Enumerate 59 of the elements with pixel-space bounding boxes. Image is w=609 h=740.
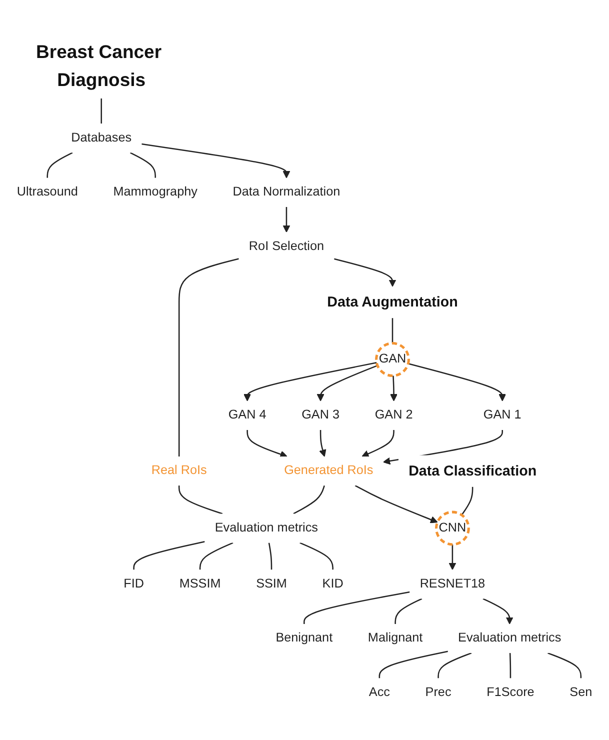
- node-text: GAN 1: [483, 408, 522, 422]
- node-text: Sen: [570, 684, 592, 700]
- arrow: [408, 362, 506, 402]
- node-text: FID: [124, 576, 144, 591]
- arrow: [334, 258, 396, 287]
- arrow: [448, 544, 456, 570]
- node-text: GAN 2: [374, 408, 413, 422]
- arrow: [246, 430, 288, 458]
- connector: [461, 486, 474, 516]
- connector: [133, 541, 205, 570]
- arrow: [319, 430, 326, 457]
- connector: [268, 542, 272, 570]
- connector: [130, 152, 156, 178]
- node-text: MSSIM: [179, 576, 221, 591]
- node-text: Data Normalization: [232, 184, 340, 199]
- node-text: RoI Selection: [248, 238, 324, 254]
- node-text: Generated RoIs: [284, 463, 374, 478]
- node-text: Evaluation metrics: [214, 520, 318, 535]
- node-text: SSIM: [256, 576, 287, 591]
- node-text: GAN 3: [302, 408, 340, 422]
- arrow: [316, 364, 378, 402]
- node-text: Breast Cancer Diagnosis: [36, 41, 162, 90]
- connector: [392, 318, 394, 344]
- node-text: Databases: [71, 130, 132, 145]
- node-circle: CNN: [434, 510, 470, 546]
- node-text: Data Augmentation: [327, 294, 458, 310]
- connector: [46, 152, 73, 178]
- connector: [509, 652, 512, 678]
- connector: [199, 542, 234, 570]
- node-text: Ultrasound: [16, 184, 78, 199]
- connector: [178, 258, 239, 456]
- arrow: [282, 206, 290, 232]
- node-text: RESNET18: [420, 576, 486, 591]
- arrow: [244, 362, 377, 402]
- node-text: Benignant: [276, 630, 333, 645]
- connector: [548, 652, 582, 678]
- node-text: Real RoIs: [151, 463, 207, 478]
- connector: [438, 652, 472, 678]
- connector: [304, 591, 410, 624]
- node-text: F1Score: [486, 684, 534, 700]
- node-text: Acc: [368, 684, 390, 700]
- connector: [178, 486, 223, 514]
- connector: [100, 98, 102, 124]
- connector: [300, 542, 334, 570]
- arrow: [390, 376, 398, 402]
- arrow: [142, 143, 290, 178]
- node-circle: GAN: [375, 342, 410, 377]
- node-text: Evaluation metrics: [458, 630, 562, 645]
- arrow: [354, 484, 438, 524]
- connector: [394, 598, 422, 624]
- connector: [293, 485, 325, 514]
- node-text: Prec: [425, 684, 452, 700]
- connector: [378, 650, 448, 678]
- arrow: [482, 598, 514, 624]
- node-text: Malignant: [368, 630, 423, 645]
- node-text: GAN 4: [228, 408, 266, 422]
- node-text: KID: [322, 576, 344, 591]
- node-text: Mammography: [113, 184, 198, 199]
- arrow: [362, 430, 394, 458]
